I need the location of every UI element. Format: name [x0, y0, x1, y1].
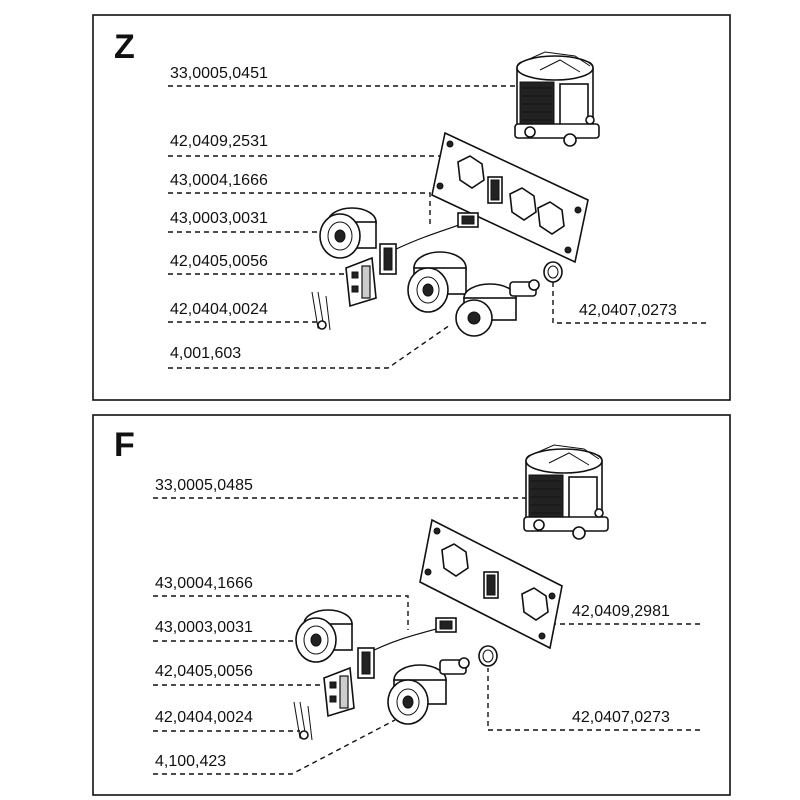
label-42-0405-0056: 42,0405,0056 [155, 663, 253, 680]
label-42-0407-0273: 42,0407,0273 [572, 709, 670, 726]
label-43-0003-0031: 43,0003,0031 [170, 210, 268, 227]
leader-line [153, 595, 409, 630]
panel-f: F 33,0005,0485 43,0004,1666 42,0409,2981… [92, 414, 731, 796]
valve-cartridge-part [455, 279, 540, 337]
bracket-part [323, 666, 355, 718]
mounting-plate-part [419, 518, 563, 650]
leader-line [552, 280, 706, 324]
label-4-100-423: 4,100,423 [155, 753, 226, 770]
label-42-0409-2531: 42,0409,2531 [170, 133, 268, 150]
solenoid-coil-part [523, 444, 609, 540]
leader-line [168, 192, 431, 225]
connector-cable-part [357, 617, 457, 679]
label-33-0005-0485: 33,0005,0485 [155, 477, 253, 494]
bracket-part [345, 256, 377, 308]
label-33-0005-0451: 33,0005,0451 [170, 65, 268, 82]
label-43-0004-1666: 43,0004,1666 [170, 172, 268, 189]
o-ring-inner [482, 649, 494, 663]
mounting-plate-part [431, 131, 589, 264]
connector-cable-part [379, 212, 479, 275]
solenoid-coil-part [514, 51, 600, 147]
valve-cartridge-part [387, 657, 470, 725]
coil-ring-part [295, 609, 353, 663]
clip-part [293, 701, 313, 741]
coil-ring-part [319, 207, 377, 259]
panel-z-title: Z [114, 28, 135, 66]
o-ring-part [543, 261, 563, 283]
label-42-0405-0056: 42,0405,0056 [170, 253, 268, 270]
label-4-001-603: 4,001,603 [170, 345, 241, 362]
coil-ring-part [407, 251, 467, 313]
clip-part [311, 291, 331, 331]
label-42-0404-0024: 42,0404,0024 [155, 709, 253, 726]
panel-z: Z 33,0005,0451 42,0409,2531 43,0004,1666… [92, 14, 731, 401]
leader-line [168, 324, 451, 369]
label-43-0004-1666: 43,0004,1666 [155, 575, 253, 592]
panel-z-frame [92, 14, 731, 401]
label-42-0404-0024: 42,0404,0024 [170, 301, 268, 318]
leader-line [153, 719, 396, 775]
label-43-0003-0031: 43,0003,0031 [155, 619, 253, 636]
o-ring-part [478, 645, 498, 667]
panel-f-title: F [114, 426, 135, 464]
label-42-0409-2981: 42,0409,2981 [572, 603, 670, 620]
o-ring-inner [547, 265, 559, 279]
leader-line [487, 668, 700, 731]
label-42-0407-0273: 42,0407,0273 [579, 302, 677, 319]
